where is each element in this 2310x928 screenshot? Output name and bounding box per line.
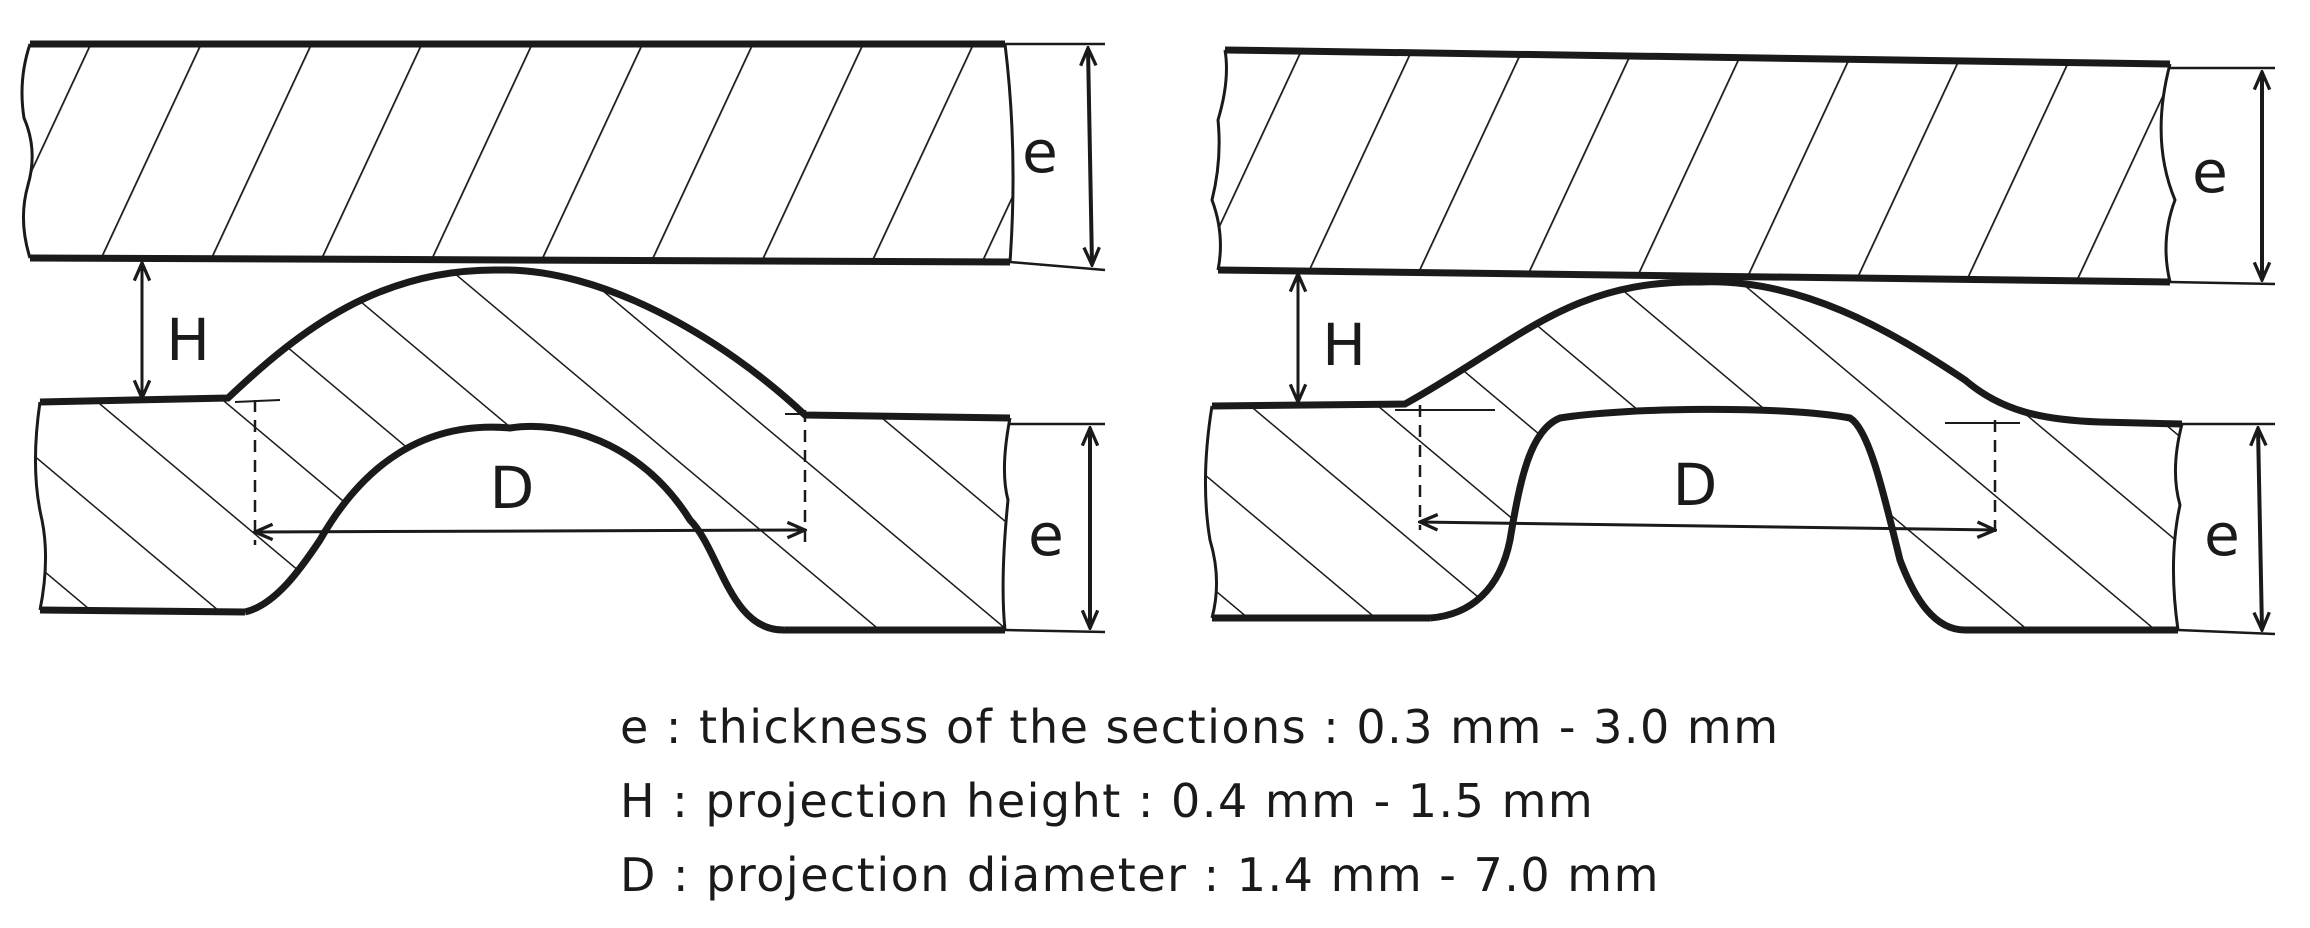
- right-bottom-sheet-projection: [1205, 281, 2182, 630]
- left-e-top-dimension-arrow: [1088, 48, 1092, 265]
- right-e-top-label: e: [2192, 138, 2228, 206]
- legend-line-thickness: e : thickness of the sections : 0.3 mm -…: [620, 700, 1780, 754]
- right-view: e H D e: [1203, 46, 2276, 636]
- legend: e : thickness of the sections : 0.3 mm -…: [620, 690, 1920, 912]
- left-h-label: H: [166, 306, 210, 374]
- left-view: e H D e: [20, 40, 1106, 634]
- left-d-dimension-arrow: [255, 530, 805, 532]
- right-h-label: H: [1322, 311, 1366, 379]
- right-e-bottom-dimension-arrow: [2258, 428, 2262, 630]
- left-e-bottom-label: e: [1028, 501, 1064, 569]
- projection-welding-diagram: e H D e e H D: [20, 40, 2276, 636]
- right-e-bottom-label: e: [2204, 501, 2240, 569]
- left-d-label: D: [490, 454, 535, 522]
- right-top-sheet: [1212, 50, 2175, 282]
- legend-line-projection-diameter: D : projection diameter : 1.4 mm - 7.0 m…: [620, 848, 1660, 902]
- left-e-top-label: e: [1022, 118, 1058, 186]
- legend-line-projection-height: H : projection height : 0.4 mm - 1.5 mm: [620, 774, 1595, 828]
- left-top-sheet: [22, 44, 1014, 262]
- right-d-dimension-arrow: [1420, 522, 1995, 530]
- right-d-label: D: [1673, 451, 1718, 519]
